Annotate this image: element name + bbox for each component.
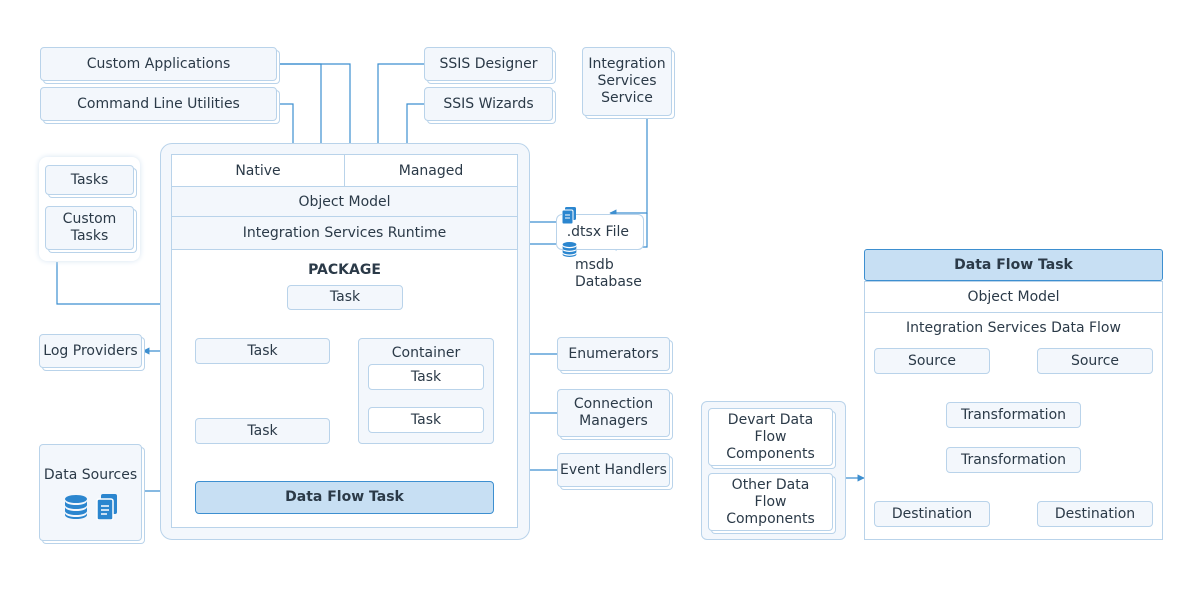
integration-services-runtime-row: Integration Services Runtime <box>171 216 518 250</box>
destination-1-label: Destination <box>891 505 973 522</box>
custom-applications-label: Custom Applications <box>86 55 231 72</box>
container-label: Container <box>391 345 461 361</box>
devart-components-label: Devart Data Flow Components <box>726 411 815 462</box>
other-components-box: Other Data Flow Components <box>708 473 833 531</box>
integration-services-runtime-label: Integration Services Runtime <box>242 225 447 241</box>
data-sources-label: Data Sources <box>43 467 138 483</box>
source-1-box: Source <box>874 348 990 374</box>
native-cell: Native <box>171 154 345 187</box>
connection-managers-label: Connection Managers <box>573 396 654 429</box>
destination-1-box: Destination <box>874 501 990 527</box>
managed-cell: Managed <box>344 154 518 187</box>
task-left-2-label: Task <box>247 422 278 439</box>
custom-applications-box: Custom Applications <box>40 47 277 81</box>
custom-tasks-box: Custom Tasks <box>45 206 134 250</box>
event-handlers-label: Event Handlers <box>560 461 667 478</box>
transformation-1-box: Transformation <box>946 402 1081 428</box>
destination-2-label: Destination <box>1054 505 1136 522</box>
enumerators-box: Enumerators <box>557 337 670 371</box>
data-flow-heading: Integration Services Data Flow <box>906 320 1121 336</box>
custom-tasks-label: Custom Tasks <box>62 211 117 244</box>
event-handlers-box: Event Handlers <box>557 453 670 487</box>
object-model-label: Object Model <box>298 193 391 210</box>
database-icon <box>64 495 87 519</box>
transformation-1-label: Transformation <box>960 406 1067 423</box>
ssis-wizards-label: SSIS Wizards <box>443 95 534 112</box>
managed-label: Managed <box>398 162 464 179</box>
package-title: PACKAGE <box>308 262 381 278</box>
data-flow-title-label: Data Flow Task <box>954 256 1073 273</box>
log-providers-label: Log Providers <box>43 342 138 359</box>
data-sources-box: Data Sources <box>39 444 142 541</box>
ssis-designer-label: SSIS Designer <box>439 55 538 72</box>
container-task-1-box: Task <box>368 364 484 390</box>
tasks-box: Tasks <box>45 165 134 195</box>
task-top-box: Task <box>287 285 403 310</box>
other-components-label: Other Data Flow Components <box>726 476 815 527</box>
data-flow-object-model-row: Object Model <box>864 281 1163 313</box>
transformation-2-box: Transformation <box>946 447 1081 473</box>
container-task-2-box: Task <box>368 407 484 433</box>
container-task-2-label: Task <box>410 411 442 428</box>
integration-services-service-label: Integration Services Service <box>588 56 666 106</box>
tasks-label: Tasks <box>70 171 109 188</box>
task-left-1-box: Task <box>195 338 330 364</box>
integration-services-service-box: Integration Services Service <box>582 47 672 116</box>
ssis-wizards-box: SSIS Wizards <box>424 87 553 121</box>
data-flow-title-box: Data Flow Task <box>864 249 1163 281</box>
data-flow-object-model-label: Object Model <box>967 289 1060 305</box>
devart-components-box: Devart Data Flow Components <box>708 408 833 466</box>
source-1-label: Source <box>907 352 957 369</box>
task-left-1-label: Task <box>247 342 278 359</box>
dtsx-file-label: .dtsx File <box>566 223 629 240</box>
task-left-2-box: Task <box>195 418 330 444</box>
source-2-label: Source <box>1070 352 1120 369</box>
document-icon <box>562 207 576 224</box>
data-flow-task-box: Data Flow Task <box>195 481 494 514</box>
msdb-database-label: msdb Database <box>575 257 642 290</box>
destination-2-box: Destination <box>1037 501 1153 527</box>
document-icon <box>95 494 117 520</box>
container-task-1-label: Task <box>410 368 442 385</box>
object-model-row: Object Model <box>171 186 518 217</box>
task-top-label: Task <box>329 289 361 305</box>
data-flow-task-label: Data Flow Task <box>285 489 404 505</box>
connection-managers-box: Connection Managers <box>557 389 670 437</box>
log-providers-box: Log Providers <box>39 334 142 368</box>
command-line-utilities-label: Command Line Utilities <box>77 95 240 112</box>
database-icon <box>562 242 577 257</box>
enumerators-label: Enumerators <box>568 345 659 362</box>
ssis-designer-box: SSIS Designer <box>424 47 553 81</box>
transformation-2-label: Transformation <box>960 451 1067 468</box>
native-label: Native <box>235 162 281 179</box>
source-2-box: Source <box>1037 348 1153 374</box>
command-line-utilities-box: Command Line Utilities <box>40 87 277 121</box>
